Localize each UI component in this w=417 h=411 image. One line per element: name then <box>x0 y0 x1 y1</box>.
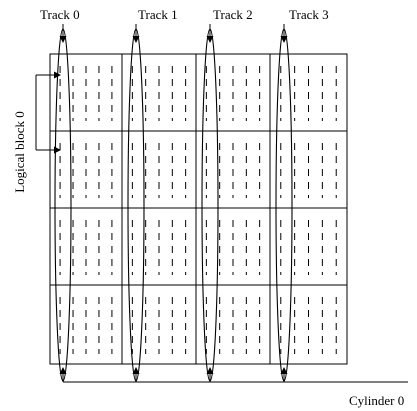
arrows <box>35 24 408 383</box>
track-2-ellipse <box>201 28 219 382</box>
grid-border <box>49 53 348 365</box>
logical-block-label: Logical block 0 <box>12 111 27 193</box>
track-1-label: Track 1 <box>138 7 178 22</box>
track-1-ellipse <box>127 28 145 382</box>
track-2-label: Track 2 <box>213 7 253 22</box>
cylinder-label: Cylinder 0 <box>349 393 404 408</box>
platter-grid <box>49 53 348 365</box>
track-3-ellipse <box>275 28 293 382</box>
track-3-label: Track 3 <box>289 7 329 22</box>
sector-dashes <box>59 66 337 354</box>
track-0-ellipse <box>54 28 72 382</box>
track-0-label: Track 0 <box>40 7 80 22</box>
track-ellipses <box>54 28 293 382</box>
